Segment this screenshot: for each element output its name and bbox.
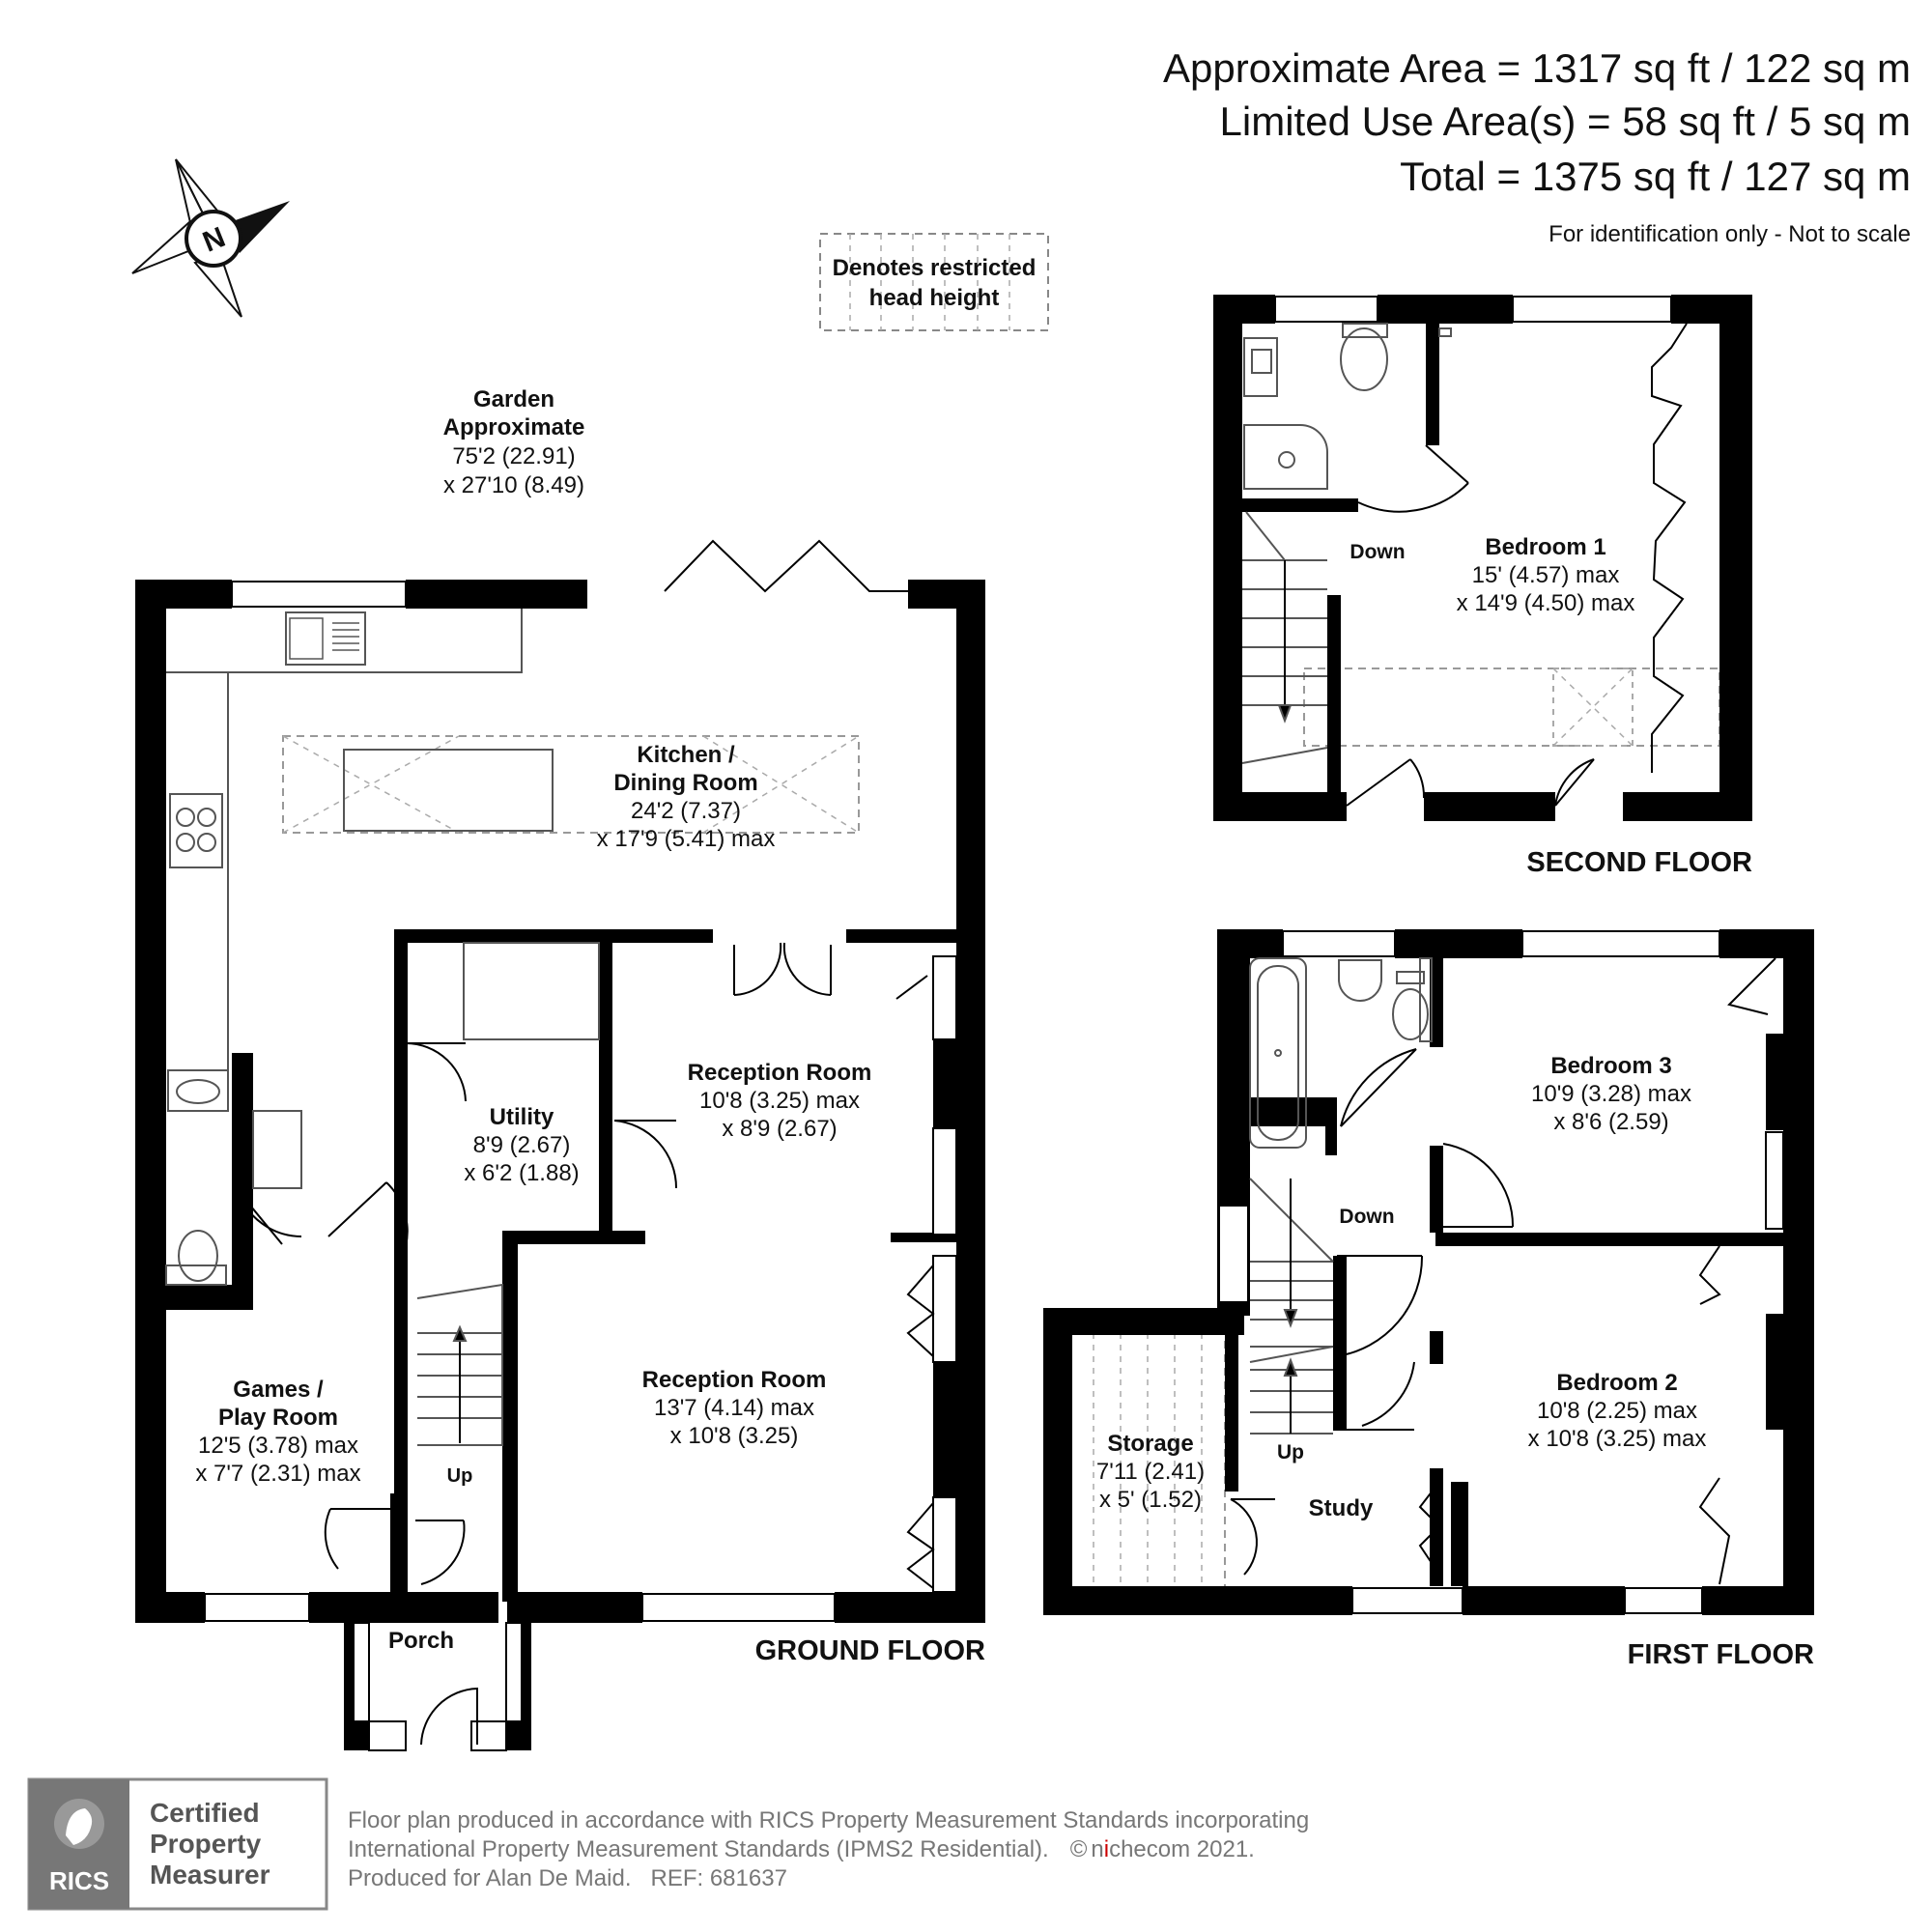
rics-badge: RICS Certified Property Measurer: [27, 1777, 328, 1911]
garden-label: Garden: [473, 386, 554, 412]
storage-label: Storage: [1107, 1431, 1193, 1457]
footer-line-3: Produced for Alan De Maid. REF: 681637: [348, 1865, 787, 1891]
badge-property: Property: [150, 1829, 262, 1859]
reception-room-1-dim-2: x 8'9 (2.67): [722, 1116, 837, 1142]
first-floor-title: FIRST FLOOR: [1628, 1639, 1814, 1670]
bedroom-3-dim-2: x 8'6 (2.59): [1553, 1109, 1668, 1135]
reception-room-1-label: Reception Room: [688, 1060, 872, 1086]
storage-dim-1: 7'11 (2.41): [1096, 1459, 1205, 1485]
ground-floor-plan: [135, 539, 985, 1751]
rics-logo-text: RICS: [49, 1866, 109, 1895]
restricted-height-legend: Denotes restricted head height: [819, 233, 1049, 331]
kitchen-dim-2: x 17'9 (5.41) max: [597, 826, 776, 852]
study-label: Study: [1309, 1495, 1374, 1521]
bedroom-3-label: Bedroom 3: [1550, 1053, 1671, 1079]
bedroom-1-dim-1: 15' (4.57) max: [1472, 562, 1620, 588]
ground-stairs: [416, 1283, 503, 1446]
badge-certified: Certified: [150, 1798, 260, 1828]
lion-icon: [54, 1799, 104, 1849]
second-floor-title: SECOND FLOOR: [1526, 847, 1752, 878]
footer-line-1: Floor plan produced in accordance with R…: [348, 1807, 1309, 1833]
first-floor-stairs-up-label: Up: [1277, 1441, 1304, 1463]
ground-floor-title: GROUND FLOOR: [755, 1635, 985, 1666]
utility-label: Utility: [490, 1104, 554, 1130]
total-area-text: Total = 1375 sq ft / 127 sq m: [1400, 154, 1911, 199]
bedroom-2-dim-2: x 10'8 (3.25) max: [1528, 1426, 1707, 1452]
storage-dim-2: x 5' (1.52): [1099, 1487, 1202, 1513]
legend-line-2: head height: [869, 285, 1000, 311]
reception-room-2-label: Reception Room: [642, 1367, 827, 1393]
utility-dim-1: 8'9 (2.67): [473, 1132, 571, 1158]
badge-measurer: Measurer: [150, 1860, 270, 1889]
reception-room-1-dim-1: 10'8 (3.25) max: [699, 1088, 860, 1114]
reception-room-2-dim-1: 13'7 (4.14) max: [654, 1395, 814, 1421]
compass-icon: N: [131, 158, 290, 318]
games-room-label-1: Games /: [233, 1377, 324, 1403]
restricted-height-area: [282, 735, 860, 834]
footer-line-2: International Property Measurement Stand…: [348, 1836, 1255, 1862]
kitchen-label-2: Dining Room: [613, 770, 757, 796]
bedroom-1-dim-2: x 14'9 (4.50) max: [1457, 590, 1635, 616]
games-room-dim-2: x 7'7 (2.31) max: [195, 1461, 360, 1487]
garden-label-2: Approximate: [443, 414, 585, 440]
ground-stairs-up-label: Up: [447, 1465, 473, 1487]
legend-line-1: Denotes restricted: [833, 255, 1037, 281]
bedroom-1-label: Bedroom 1: [1485, 534, 1605, 560]
reception-room-2-dim-2: x 10'8 (3.25): [670, 1423, 799, 1449]
first-floor-plan: [1043, 929, 1814, 1615]
utility-dim-2: x 6'2 (1.88): [464, 1160, 579, 1186]
approximate-area-text: Approximate Area = 1317 sq ft / 122 sq m: [1163, 45, 1911, 91]
bedroom-3-dim-1: 10'9 (3.28) max: [1531, 1081, 1691, 1107]
limited-use-area-text: Limited Use Area(s) = 58 sq ft / 5 sq m: [1220, 99, 1911, 144]
garden-dim-2: x 27'10 (8.49): [443, 472, 584, 498]
porch-label: Porch: [388, 1628, 454, 1654]
first-floor-stairs-down-label: Down: [1339, 1206, 1394, 1228]
second-floor-plan: [1213, 295, 1752, 821]
bedroom-2-label: Bedroom 2: [1556, 1370, 1677, 1396]
games-room-dim-1: 12'5 (3.78) max: [198, 1433, 358, 1459]
not-to-scale-note: For identification only - Not to scale: [1548, 221, 1911, 247]
games-room-label-2: Play Room: [218, 1405, 338, 1431]
garden-dim-1: 75'2 (22.91): [452, 443, 575, 469]
kitchen-dim-1: 24'2 (7.37): [631, 798, 741, 824]
bedroom-2-dim-1: 10'8 (2.25) max: [1537, 1398, 1697, 1424]
kitchen-label-1: Kitchen /: [637, 742, 735, 768]
second-floor-stairs-down-label: Down: [1350, 541, 1405, 563]
